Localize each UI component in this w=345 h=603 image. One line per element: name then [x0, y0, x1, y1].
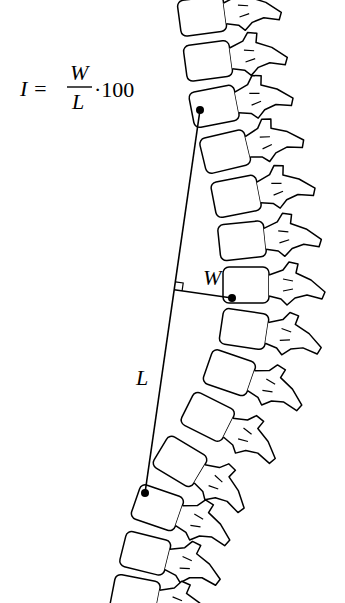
- vertebrae: [109, 0, 326, 603]
- fraction-numerator: W: [70, 61, 88, 85]
- formula-lhs: I =: [20, 77, 48, 101]
- fraction-bar: [67, 86, 92, 87]
- width-label: W: [203, 266, 221, 290]
- chord-line: [145, 110, 200, 493]
- end-dot: [196, 106, 204, 114]
- end-dot: [141, 489, 149, 497]
- length-label: L: [136, 366, 148, 390]
- formula-factor: ·100: [94, 78, 134, 102]
- width-line: [174, 290, 232, 298]
- right-angle-mark: [175, 282, 183, 291]
- apex-dot: [228, 294, 236, 302]
- fraction-denominator: L: [72, 90, 84, 114]
